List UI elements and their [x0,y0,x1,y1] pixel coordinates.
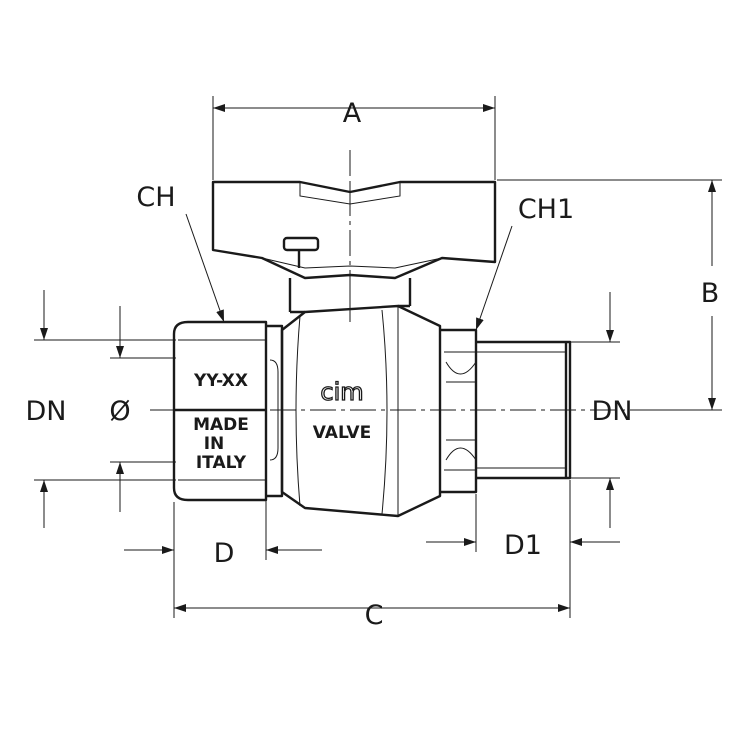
dimension-diameter [110,306,176,512]
ch-leader [185,213,225,323]
dimension-d1-label: D1 [504,530,542,561]
origin-marking-line3: ITALY [196,453,247,473]
dimension-dn-right-label: DN [592,396,633,427]
valve-body [280,304,442,518]
dimension-dn-left [34,290,176,528]
brand-logo: cim [320,378,363,406]
dimension-a-label: A [343,98,362,129]
dimension-c [173,480,571,618]
ch-label: CH [136,182,175,213]
dimension-d [124,500,322,560]
product-marking: VALVE [313,423,371,443]
dimension-b [497,179,722,411]
dimension-dn-left-label: DN [26,396,67,427]
size-code-marking: YY-XX [193,371,248,391]
hex-nut-left [172,320,284,502]
origin-marking-line2: IN [204,434,225,454]
ch1-leader [475,225,513,331]
dimension-b-label: B [701,278,720,309]
dimension-dn-right [570,292,620,528]
dimension-c-label: C [365,600,384,631]
ch1-label: CH1 [518,194,574,225]
dimension-diameter-label: Ø [109,396,130,427]
hex-nut-right [440,328,478,494]
origin-marking-line1: MADE [193,415,249,435]
dimension-a [212,96,496,180]
dimension-d-label: D [214,538,235,569]
butterfly-handle [211,180,497,280]
dimension-d1 [426,494,620,552]
